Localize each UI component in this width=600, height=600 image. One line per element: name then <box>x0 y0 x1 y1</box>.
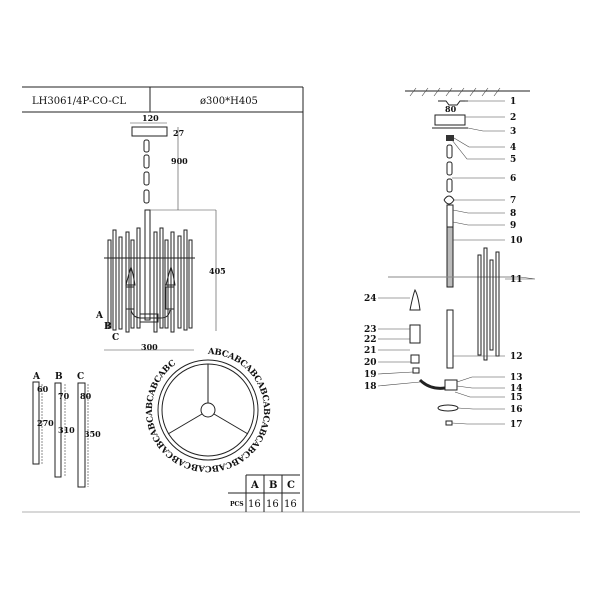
callout-line <box>456 385 505 389</box>
callout-line <box>452 209 505 214</box>
dim-canopy-width: 120 <box>142 113 159 123</box>
part-number: 21 <box>364 346 377 356</box>
svg-text:16: 16 <box>248 499 261 510</box>
chandelier-elevation: 120 27 900 405 A B C <box>95 113 226 352</box>
part-number: 3 <box>510 127 516 137</box>
callout-line <box>453 137 505 148</box>
svg-text:PCS: PCS <box>230 501 244 508</box>
pcs-table: A B C PCS 16 16 16 <box>228 474 300 512</box>
svg-text:16: 16 <box>266 499 279 510</box>
part-number: 16 <box>510 405 523 415</box>
svg-text:C: C <box>287 480 295 491</box>
dim-chain-length: 900 <box>171 156 188 166</box>
callout-line <box>452 221 505 226</box>
crystal-c: C 80 350 <box>77 372 101 488</box>
callout-line <box>456 376 505 383</box>
callout-line <box>454 391 505 398</box>
svg-text:350: 350 <box>84 429 101 439</box>
part-number: 4 <box>510 143 516 153</box>
part-number: 8 <box>510 209 516 219</box>
dim-canopy-height: 27 <box>173 128 184 138</box>
model-number: LH3061/4P-CO-CL <box>32 96 126 107</box>
part-number: 9 <box>510 221 516 231</box>
part-number: 20 <box>364 358 377 368</box>
svg-text:A: A <box>250 480 259 491</box>
part-number: 15 <box>510 393 523 403</box>
size-spec: ø300*H405 <box>200 96 258 107</box>
callout-line <box>451 422 505 425</box>
part-number: 14 <box>510 384 523 394</box>
top-view-ring: ABCABCABCABCABCABCABCABCABCABCABCABCABCA… <box>145 347 271 473</box>
part-number: 22 <box>364 335 377 345</box>
part-number: 23 <box>364 325 377 335</box>
part-number: 7 <box>510 196 516 206</box>
callout-line <box>377 381 421 387</box>
svg-text:A: A <box>32 372 41 382</box>
callout-line <box>467 127 505 132</box>
part-number: 19 <box>364 370 377 380</box>
svg-text:80: 80 <box>80 391 92 401</box>
part-number: 12 <box>510 352 523 362</box>
svg-text:270: 270 <box>37 418 54 428</box>
svg-text:60: 60 <box>37 384 49 394</box>
part-number: 11 <box>510 275 523 285</box>
svg-text:310: 310 <box>58 425 75 435</box>
part-number: 24 <box>364 294 377 304</box>
label-c: C <box>112 333 119 343</box>
part-number: 5 <box>510 155 516 165</box>
dim-diameter: 300 <box>141 342 158 352</box>
callout-line <box>451 139 505 160</box>
svg-text:B: B <box>269 480 277 491</box>
callout-line <box>377 371 414 375</box>
part-number: 1 <box>510 97 516 107</box>
crystal-a: A 60 270 <box>32 372 54 465</box>
frame <box>22 86 580 513</box>
part-number: 17 <box>510 420 523 430</box>
svg-text:B: B <box>55 372 63 382</box>
part-number: 6 <box>510 174 516 184</box>
svg-text:70: 70 <box>58 391 70 401</box>
svg-text:C: C <box>77 372 84 382</box>
callout-line <box>457 407 505 410</box>
crystal-details: A 60 270 B 70 310 C 80 350 <box>32 372 101 488</box>
dim-height: 405 <box>209 266 226 276</box>
callout-line <box>505 276 536 280</box>
crystal-b: B 70 310 <box>54 372 75 478</box>
part-number: 2 <box>510 113 516 123</box>
part-number: 13 <box>510 373 523 383</box>
label-a: A <box>95 311 104 321</box>
svg-text:16: 16 <box>284 499 297 510</box>
part-number: 10 <box>510 236 523 246</box>
label-b: B <box>104 322 112 332</box>
dim-mount-spacing: 80 <box>445 104 457 114</box>
part-number: 18 <box>364 382 377 392</box>
